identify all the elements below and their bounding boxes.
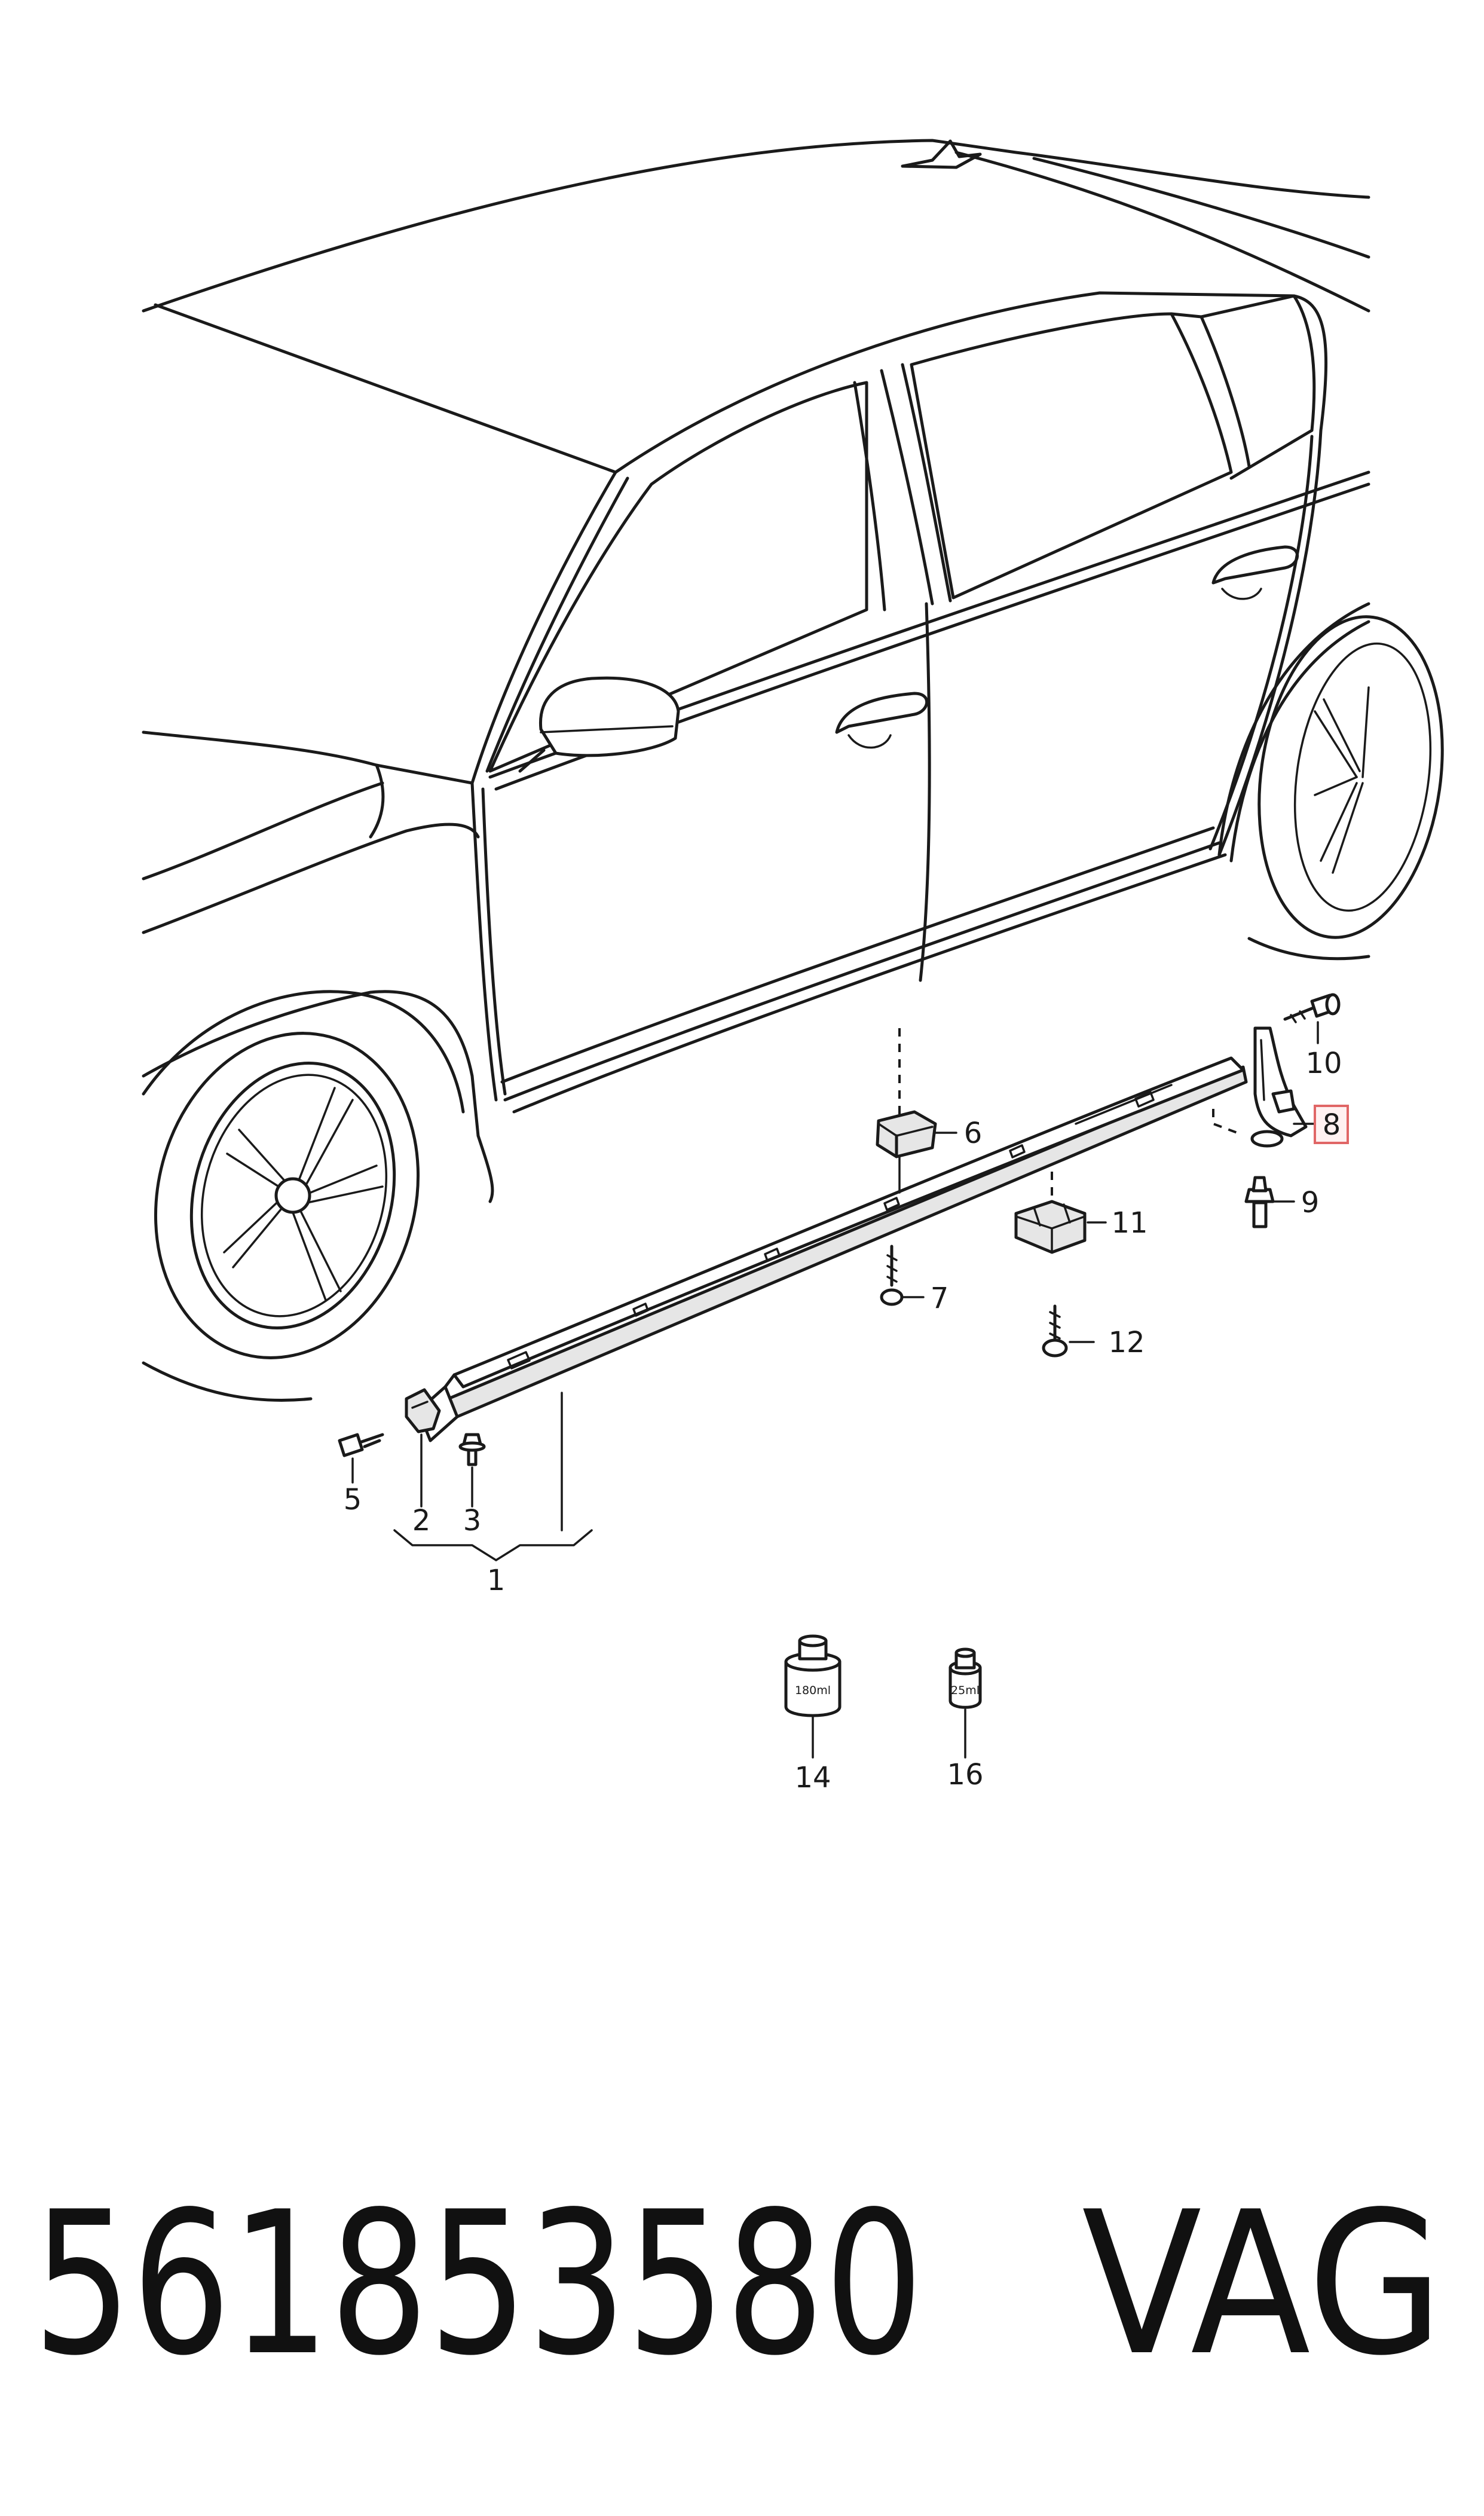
bracket-part-6: [876, 1110, 937, 1158]
screw-part-10: [1283, 993, 1341, 1023]
clip-part-9: [1244, 1176, 1275, 1228]
car-outline: [142, 139, 1444, 1402]
callout-7: 7: [931, 1282, 949, 1315]
callout-10: 10: [1305, 1047, 1342, 1080]
callout-12: 12: [1108, 1326, 1145, 1359]
callout-11: 11: [1111, 1206, 1148, 1240]
callout-1: 1: [487, 1564, 506, 1597]
rivet-part-3: [458, 1433, 486, 1466]
callout-8: 8: [1323, 1108, 1341, 1142]
screw-part-7: [880, 1245, 904, 1306]
screw-part-5: [338, 1433, 384, 1457]
container-part-14: 180ml: [784, 1634, 842, 1717]
clip-part-2: [405, 1388, 441, 1433]
callout-highlight-box: [1314, 1105, 1349, 1144]
callout-16: 16: [947, 1758, 983, 1792]
part-number: 561853580: [33, 2169, 923, 2399]
callout-6: 6: [964, 1117, 983, 1150]
retainer-part-11: [1014, 1200, 1087, 1254]
sill-trim-part-1: [417, 1056, 1248, 1442]
callout-9: 9: [1301, 1186, 1320, 1219]
container-label-180ml: 180ml: [795, 1684, 831, 1697]
brand-name: VAG: [1082, 2169, 1443, 2399]
container-part-16: 25ml: [948, 1647, 982, 1709]
callout-labels: 1 2 3 5 6 7 8 9 10 11 12 14 16: [344, 1047, 1342, 1794]
screw-part-12: [1042, 1304, 1068, 1358]
container-label-25ml: 25ml: [951, 1684, 980, 1697]
callout-14: 14: [794, 1761, 831, 1794]
callout-2: 2: [412, 1504, 431, 1537]
callout-5: 5: [344, 1483, 362, 1517]
callout-3: 3: [463, 1504, 482, 1537]
bracket-part-8: [1250, 1026, 1308, 1148]
